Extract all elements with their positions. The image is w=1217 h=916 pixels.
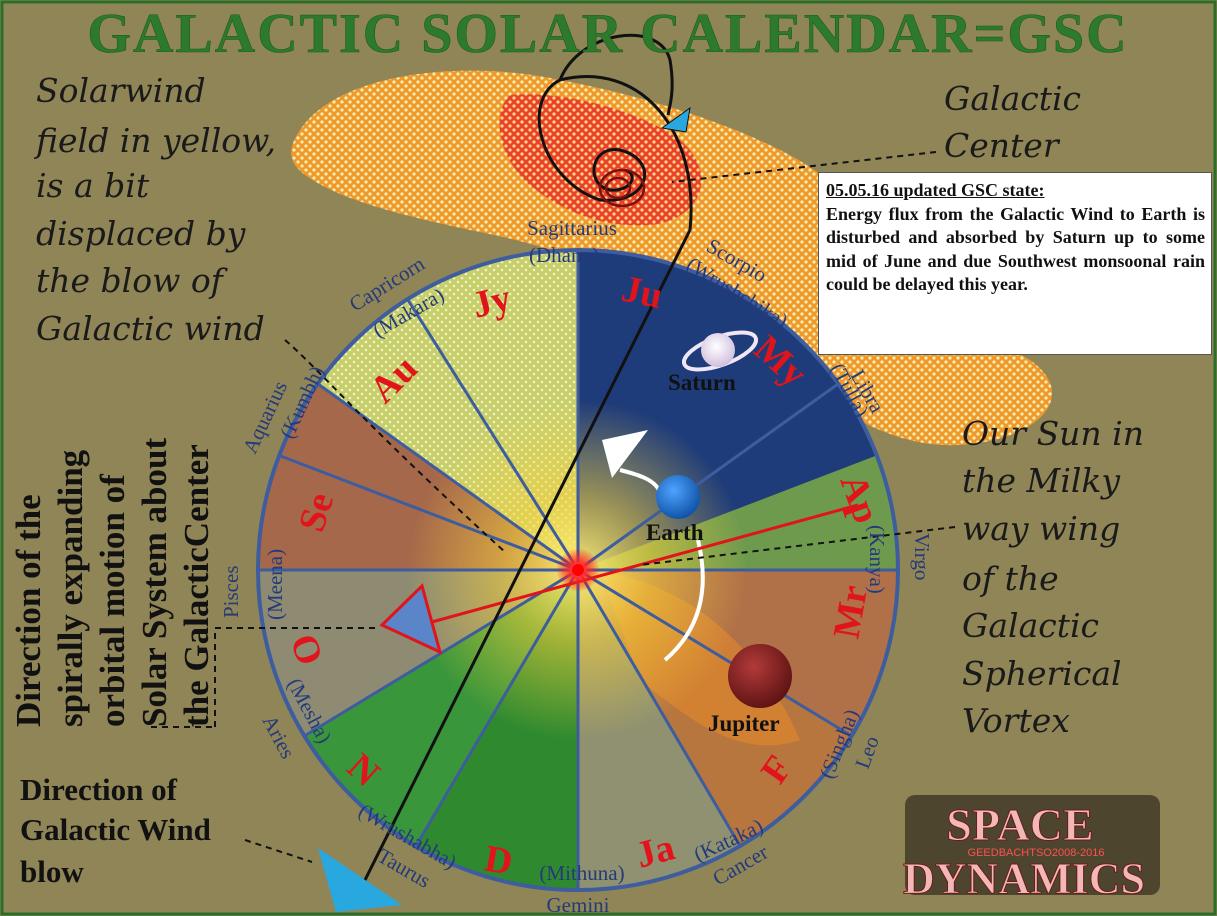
solar-wind-line-0: Solarwind (36, 71, 206, 110)
space-dynamics-logo: SPACE GEEDBACHTSO2008-2016 DYNAMICS (903, 795, 1160, 904)
sign-gemini: Gemini (547, 893, 610, 916)
earth (656, 475, 700, 519)
pointer-solar-wind (284, 339, 506, 553)
sign-dhanu: (Dhanu) (529, 243, 599, 267)
jupiter-label: Jupiter (708, 711, 780, 736)
saturn (681, 330, 759, 372)
orbital-motion-line-4: the GalacticCenter (177, 444, 216, 727)
sign-meena: (Meena) (263, 549, 287, 620)
orbital-motion-line-2: orbital motion of (93, 474, 132, 727)
pointer-galactic-center (671, 151, 937, 183)
solar-wind-line-3: displaced by (36, 214, 246, 253)
sign-pisces: Pisces (219, 566, 243, 619)
month-mr: Mr (826, 582, 877, 641)
sign-virgo: Virgo (910, 533, 934, 580)
galactic-center-spiral (598, 168, 646, 208)
galactic-center-annotation: Galactic Center (944, 79, 1081, 165)
month-ju: Ju (618, 268, 666, 317)
pointer-our-sun (639, 526, 956, 566)
galactic-wind-line (358, 33, 693, 891)
gsc-state-body: Energy flux from the Galactic Wind to Ea… (826, 203, 1205, 295)
earth-orbit-arc (663, 539, 705, 662)
wind-direction-line-1: Galactic Wind (20, 812, 211, 847)
solar-wind-annotation: Solarwind field in yellow, is a bit disp… (33, 71, 276, 348)
title: GALACTIC SOLAR CALENDAR=GSC (87, 3, 1128, 65)
logo-line1: SPACE (946, 799, 1093, 850)
sign-kanya: (Kanya) (865, 525, 889, 594)
galactic-wind-arrowhead (318, 848, 402, 912)
logo-line2: DYNAMICS (903, 854, 1145, 903)
our-sun-line-3: of the (962, 559, 1059, 598)
sun-axis-line (409, 503, 859, 630)
sun-dot (572, 564, 584, 576)
pointer-orbital-motion (214, 627, 378, 727)
earth-label: Earth (646, 520, 704, 545)
sign-mithuna: (Mithuna) (539, 861, 624, 885)
our-sun-line-1: the Milky (962, 461, 1120, 500)
orbital-motion-line-0: Direction of the (9, 494, 48, 727)
wind-direction-annotation: Direction of Galactic Wind blow (20, 772, 211, 889)
our-sun-annotation: Our Sun in the Milky way wing of the Gal… (962, 414, 1144, 740)
jupiter (728, 644, 792, 708)
orbit-direction-arrow (602, 430, 648, 478)
solar-wind-line-5: Galactic wind (36, 309, 265, 348)
wind-direction-line-2: blow (20, 854, 84, 889)
our-sun-line-2: way wing (962, 509, 1120, 548)
orbital-motion-line-3: Solar System about (135, 438, 174, 727)
logo-small: GEEDBACHTSO2008-2016 (968, 847, 1105, 859)
saturn-label: Saturn (668, 370, 736, 395)
spiral-arrowhead (660, 106, 691, 133)
our-sun-line-4: Galactic (962, 606, 1099, 645)
sign-sagittarius: Sagittarius (527, 216, 617, 240)
our-sun-line-6: Vortex (962, 701, 1070, 740)
gsc-state-heading: 05.05.16 updated GSC state: (826, 180, 1045, 200)
solar-wind-line-1: field in yellow, (33, 121, 276, 160)
galactic-center-line-1: Center (944, 126, 1061, 165)
galactic-center-line-0: Galactic (944, 79, 1081, 118)
solar-system-marker (379, 583, 443, 655)
solar-wind-line-4: the blow of (36, 261, 229, 300)
our-sun-line-0: Our Sun in (962, 414, 1144, 453)
orbital-motion-line-1: spirally expanding (51, 449, 90, 727)
gsc-state-box: 05.05.16 updated GSC state: Energy flux … (818, 172, 1212, 355)
orbital-motion-annotation: Direction of the spirally expanding orbi… (9, 438, 216, 727)
our-sun-line-5: Spherical (962, 654, 1122, 693)
solar-wind-line-2: is a bit (36, 166, 150, 205)
wind-direction-line-0: Direction of (20, 772, 178, 807)
pointer-wind-direction (244, 839, 313, 863)
